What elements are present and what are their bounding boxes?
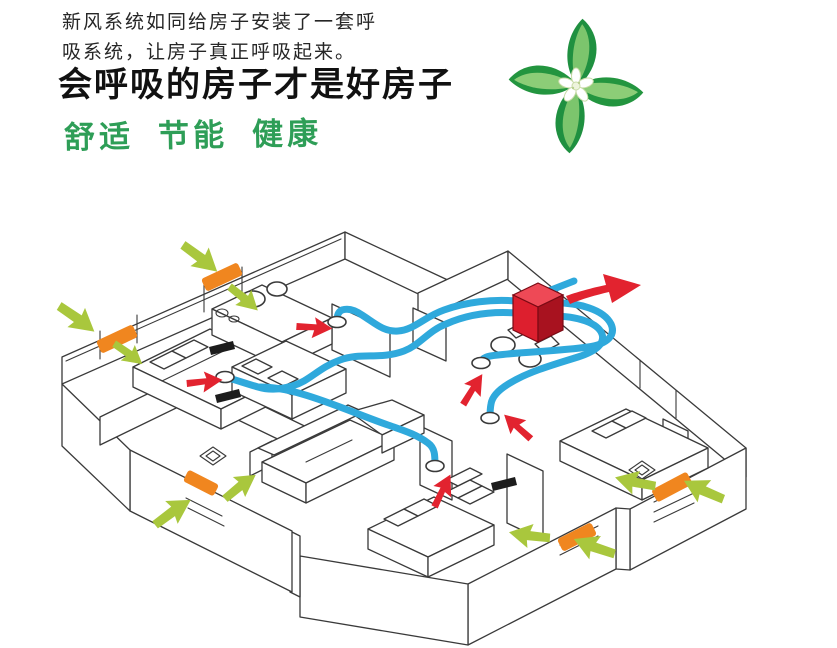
duct-bathroom-2 bbox=[486, 312, 607, 422]
wall-ac-unit bbox=[209, 341, 235, 355]
wall-ac-unit bbox=[215, 389, 241, 403]
extract-arrow bbox=[504, 414, 534, 442]
leaf-blade bbox=[508, 65, 572, 95]
leaf-blade bbox=[580, 77, 644, 107]
fresh-air-arrow bbox=[112, 340, 143, 365]
duct-main-kitchen bbox=[333, 296, 520, 335]
wall-ac-unit bbox=[491, 477, 517, 491]
ceiling-diffuser bbox=[327, 315, 347, 329]
intro-text: 新风系统如同给房子安装了一套呼 吸系统，让房子真正呼吸起来。 bbox=[62, 8, 377, 68]
duct-bathroom-1 bbox=[477, 299, 616, 367]
wall-step bbox=[615, 507, 631, 571]
fresh-air-arrow bbox=[573, 535, 616, 560]
sofa bbox=[249, 399, 425, 504]
duct-main-bedroom3 bbox=[256, 383, 439, 470]
extract-arrow bbox=[296, 317, 333, 339]
fresh-air-arrow bbox=[180, 241, 218, 272]
sink-bowl bbox=[266, 281, 288, 297]
intro-line-1: 新风系统如同给房子安装了一套呼 bbox=[62, 12, 378, 33]
bed-3 bbox=[367, 496, 495, 578]
pinwheel-blades bbox=[508, 18, 644, 154]
window-vents bbox=[96, 263, 692, 551]
extract-arrow bbox=[460, 374, 483, 407]
window-vent bbox=[652, 472, 692, 502]
fresh-air-arrow bbox=[56, 302, 95, 332]
headline: 会呼吸的房子才是好房子 bbox=[58, 66, 454, 104]
leaf-blade bbox=[555, 90, 585, 154]
pinwheel-flower bbox=[558, 67, 594, 102]
window-vent bbox=[96, 325, 138, 353]
fresh-air-arrow bbox=[222, 474, 256, 502]
fresh-air-arrow bbox=[615, 470, 657, 495]
extract-arrows bbox=[186, 274, 641, 509]
ceiling-diffuser bbox=[480, 411, 500, 425]
ceiling-diffusers bbox=[215, 315, 500, 473]
duct-network bbox=[215, 277, 616, 473]
window-vent bbox=[201, 263, 243, 291]
extract-arrow bbox=[431, 474, 452, 509]
armchair bbox=[445, 467, 495, 505]
pinwheel-illustration bbox=[508, 18, 644, 154]
wall-left-tip bbox=[61, 383, 131, 512]
floor-diamond bbox=[199, 446, 227, 466]
fresh-air-arrow bbox=[683, 480, 726, 504]
fresh-air-arrows bbox=[56, 241, 726, 560]
fresh-air-arrow bbox=[508, 523, 551, 548]
wall-front-left bbox=[299, 555, 469, 646]
fresh-air-arrow bbox=[227, 283, 258, 311]
ventilation-unit bbox=[511, 282, 565, 343]
ceiling-diffuser bbox=[425, 459, 445, 473]
window-vent bbox=[183, 470, 219, 496]
leaf-blade bbox=[567, 18, 597, 82]
ceiling-diffuser bbox=[471, 356, 491, 370]
window-vent bbox=[557, 523, 597, 551]
exhaust-arrow bbox=[566, 274, 641, 304]
intro-line-2: 吸系统，让房子真正呼吸起来。 bbox=[62, 42, 357, 63]
extract-arrow bbox=[186, 371, 223, 393]
fresh-air-arrow bbox=[152, 499, 191, 529]
